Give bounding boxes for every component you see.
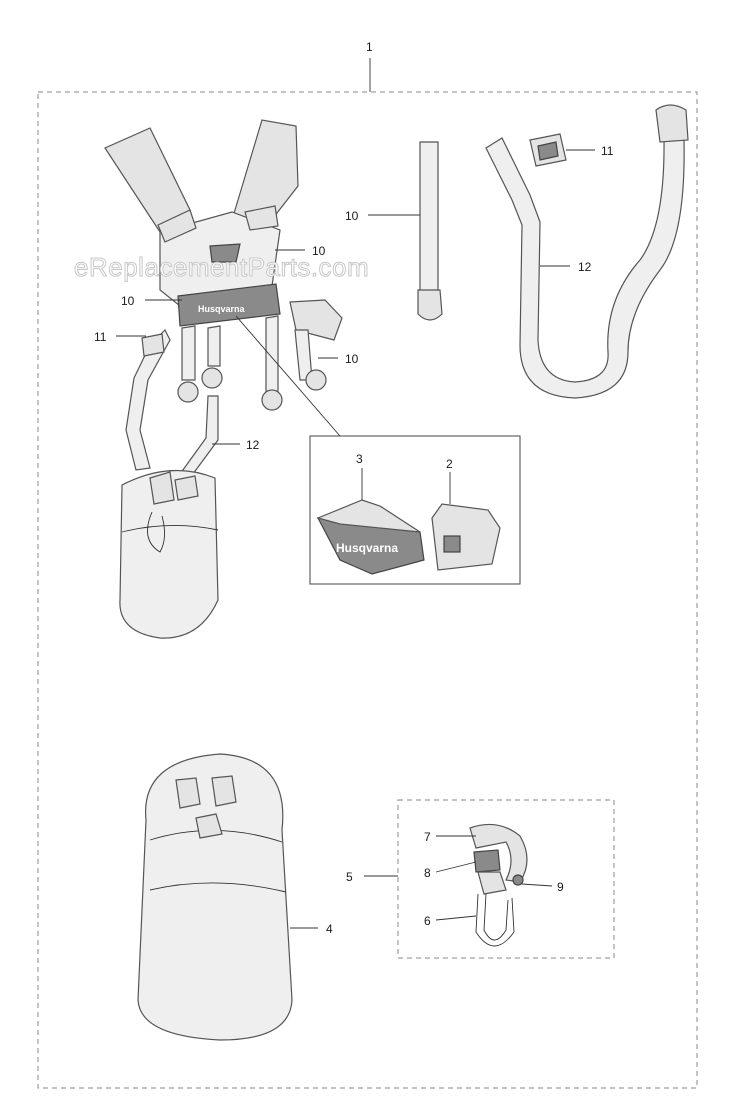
assembly-frame: 1 xyxy=(37,40,698,1089)
callout-strap-10: 10 xyxy=(345,209,359,223)
callout-buckle-11: 11 xyxy=(601,144,614,158)
harness-callouts: 10 10 10 11 12 xyxy=(94,244,359,452)
callout-part-4: 4 xyxy=(326,922,333,936)
belt-illustration: 11 12 xyxy=(485,104,689,399)
callout-harness-pad-10: 10 xyxy=(312,244,326,258)
strap-10-illustration: 10 xyxy=(345,141,443,321)
callout-part-2: 2 xyxy=(446,457,453,471)
bag-illustration: 4 xyxy=(137,753,333,1041)
callout-part-3: 3 xyxy=(356,452,363,466)
harness-brand-logo: Husqvarna xyxy=(198,304,246,314)
callout-part-5: 5 xyxy=(346,870,353,884)
watermark: eReplacementParts.com xyxy=(74,252,369,282)
callout-harness-11: 11 xyxy=(94,330,107,344)
hook-kit-box: 5 7 8 9 6 xyxy=(346,799,615,959)
callout-assembly: 1 xyxy=(366,40,373,54)
detail-box-chest-parts: Husqvarna 3 2 xyxy=(309,435,521,585)
callout-part-8: 8 xyxy=(424,866,431,880)
callout-harness-buckle-10: 10 xyxy=(121,294,135,308)
callout-harness-12: 12 xyxy=(246,438,260,452)
callout-part-7: 7 xyxy=(424,830,431,844)
callout-harness-clip-10: 10 xyxy=(345,352,359,366)
harness-illustration: Husqvarna xyxy=(104,119,343,639)
callout-part-6: 6 xyxy=(424,914,431,928)
detail-brand-logo: Husqvarna xyxy=(336,541,398,555)
callout-part-9: 9 xyxy=(557,880,564,894)
callout-belt-12: 12 xyxy=(578,260,592,274)
